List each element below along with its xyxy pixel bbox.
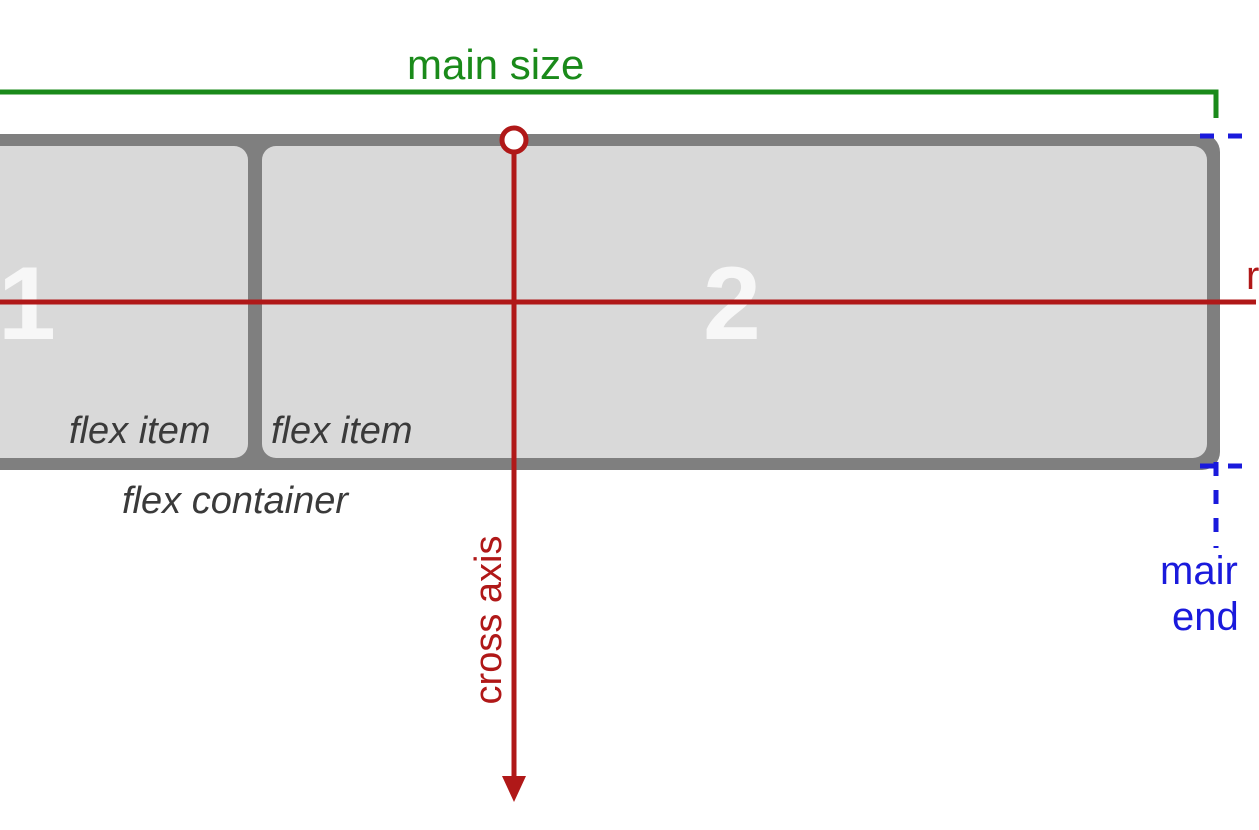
flex-item-2-label: flex item <box>271 410 413 452</box>
main-size-bracket <box>0 89 1219 118</box>
main-end-label-line2: end <box>1172 595 1239 639</box>
flex-container-label: flex container <box>122 480 349 522</box>
cross-start-marker <box>499 125 529 155</box>
main-axis-label: r <box>1246 254 1259 298</box>
main-size-label: main size <box>407 41 585 88</box>
cross-axis-label: cross axis <box>468 535 510 705</box>
main-end-label-line1: mair <box>1160 549 1238 593</box>
flex-item-1-label: flex item <box>69 410 211 452</box>
cross-axis-arrowhead <box>502 776 526 802</box>
